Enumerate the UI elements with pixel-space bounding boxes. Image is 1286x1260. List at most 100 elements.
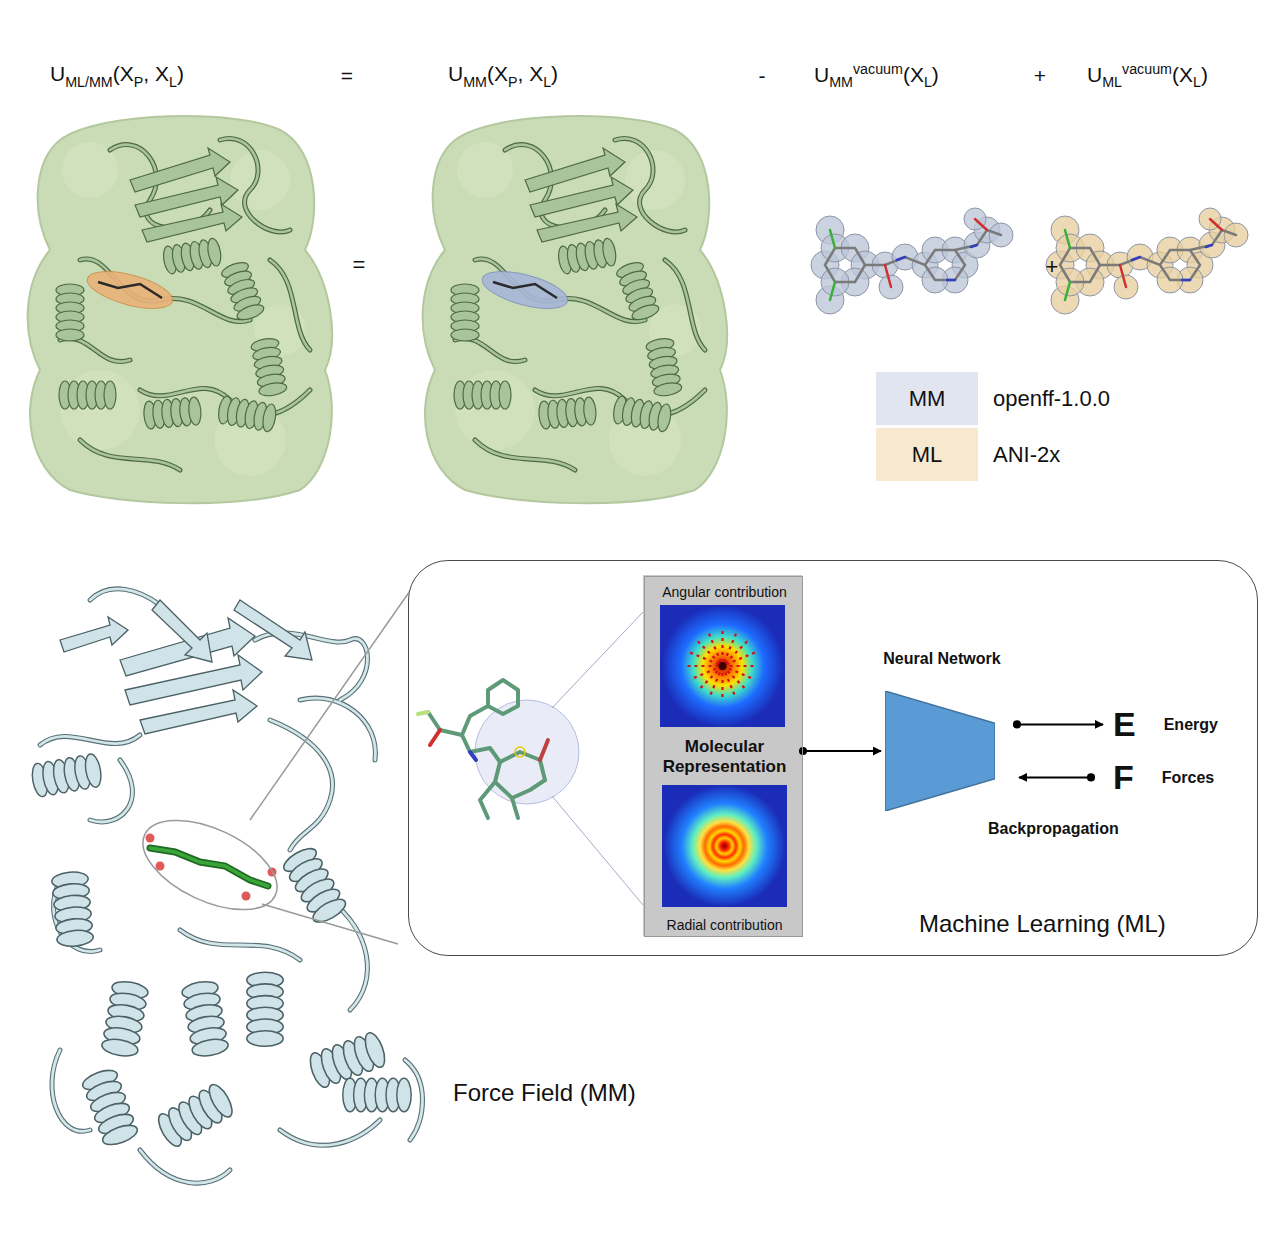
text-run: , X [517,62,543,85]
representation-panel: Angular contributionMolecular Representa… [644,576,803,937]
radial-heatmap [662,785,787,907]
angular-heatmap [719,662,727,670]
inset-molecule [552,612,643,708]
ligand-ml [1046,208,1248,314]
text-run: + [1034,64,1046,87]
label-box: UMLvacuum(XL) [1087,61,1208,91]
protein-cartoon [101,979,150,1058]
inset-panel: Machine Learning (ML)Angular contributio… [408,560,1258,956]
protein-surface-mm [423,116,727,503]
output-symbol: F [1113,757,1134,798]
arrow-connector [1019,776,1091,778]
inset-molecule [488,680,518,714]
protein-surface-ml-mm [98,282,162,298]
trapezoid-outline [885,691,995,811]
bound-ligand [242,892,251,901]
node-text-box: Radial contribution [667,917,783,934]
text-run: ) [551,62,558,85]
ligand-mm [811,208,1013,314]
equation-term: UML/MM(XP, XL) [50,61,184,90]
superscript: vacuum [1122,61,1172,77]
superscript: vacuum [853,61,903,77]
angular-heatmap [660,605,785,727]
inset-molecule [512,798,518,818]
text-run: = [341,64,353,87]
text-run: U [448,62,463,85]
label-box: ML [912,442,943,468]
subscript: ML/MM [65,74,113,90]
edge-note: Backpropagation [988,819,1119,838]
inset-molecule [515,747,525,757]
text-run: (X [113,62,134,85]
angular-heatmap [690,653,755,680]
subscript: L [543,74,551,90]
text-run: Force Field (MM) [453,1079,636,1106]
text-run: U [50,62,65,85]
protein-surface-ml-mm [84,264,177,316]
angular-heatmap [698,641,747,690]
subscript: L [924,74,932,90]
label-box: = [341,63,353,88]
inset-molecule [418,612,643,905]
inset-molecule [430,730,440,745]
inset-molecule [418,712,428,714]
equation-operator: = [341,63,353,88]
protein-cartoon [40,589,423,1183]
zoom-ellipse [250,588,412,820]
output-symbol: E [1113,704,1136,745]
label-box: - [759,63,766,88]
protein-surface-ml-mm [28,116,332,503]
protein-cartoon [343,1078,411,1112]
node-text: Neural Network [883,649,1000,668]
radial-heatmap [664,785,786,907]
label-box: = [353,252,366,278]
subscript: P [134,74,144,90]
text-run: (X [903,63,924,86]
neural-network: Neural Network [885,691,995,811]
label-box: UML/MM(XP, XL) [50,61,184,90]
bound-ligand [156,862,165,871]
text-run: - [759,64,766,87]
inset-molecule [552,796,643,905]
label-box: UMM(XP, XL) [448,61,558,90]
protein-cartoon [30,589,423,1183]
text-run: , X [143,62,169,85]
inset-molecule [462,706,500,762]
radial-heatmap [662,785,787,907]
output-item: F Forces [1113,757,1214,798]
text-run: (X [487,62,508,85]
label-box: Backpropagation [988,819,1119,838]
node-text-box: Molecular Representation [650,737,800,778]
angular-heatmap [660,605,785,727]
inset-panel [408,560,1258,956]
protein-cartoon [40,589,423,1183]
bound-ligand [146,834,155,843]
angular-heatmap [698,641,747,690]
legend-key: MM [909,386,946,412]
text-run: Backpropagation [988,820,1119,837]
arrow-connector [803,750,881,752]
subscript: P [508,74,518,90]
angular-heatmap [709,634,736,699]
equation-operator: - [759,63,766,88]
equation-term: UMLvacuum(XL) [1087,61,1208,91]
subscript: MM [829,74,853,90]
protein-cartoon [280,844,349,926]
inset-molecule [540,740,548,760]
zoom-ellipse [262,904,398,944]
inset-molecule [495,762,545,798]
protein-surface-mm [493,282,557,298]
output-name: Forces [1162,768,1214,787]
panel-caption: Force Field (MM) [453,1079,636,1108]
arrow-connector [1017,723,1103,725]
subscript: L [169,74,177,90]
angular-heatmap [709,634,736,699]
equation-term: UMMvacuum(XL) [814,61,939,91]
label-box: MM [909,386,946,412]
text-run: U [1087,63,1102,86]
ligand-ml [1046,208,1248,314]
equation-term: UMM(XP, XL) [448,61,558,90]
output-item: EEnergy [1113,704,1218,745]
